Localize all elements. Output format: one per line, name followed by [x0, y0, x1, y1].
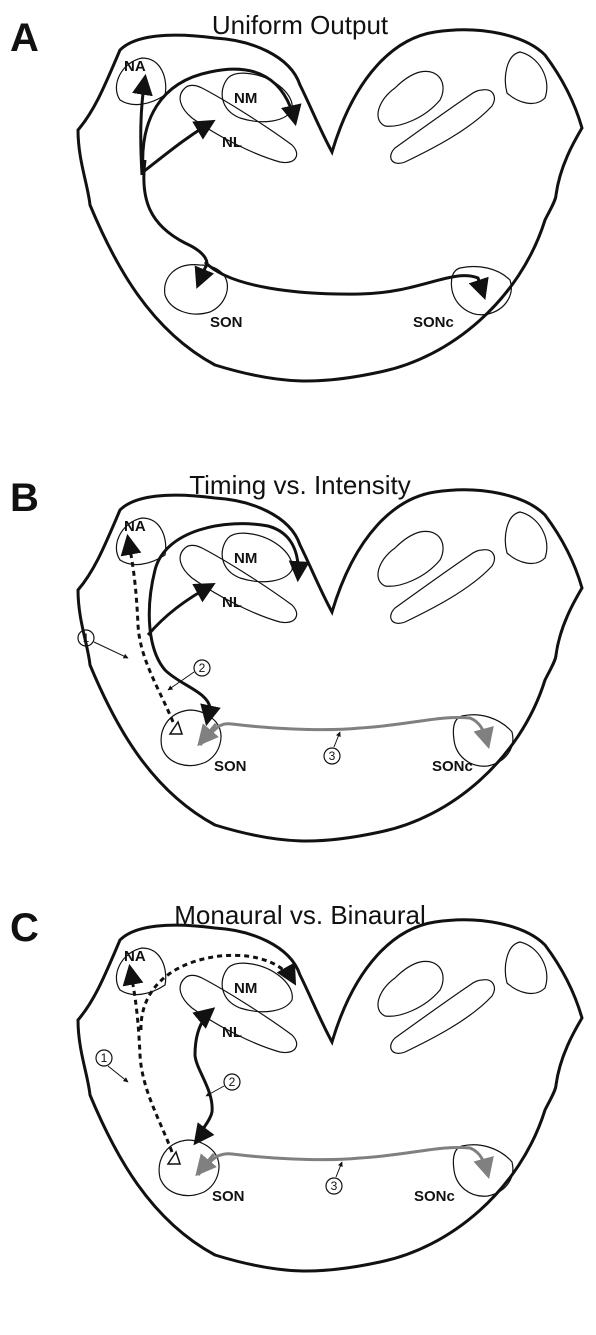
- na-contra: [505, 52, 546, 103]
- na-contra: [505, 942, 546, 993]
- sonc-nucleus: [453, 1145, 512, 1196]
- pathway-3-gray-back: [198, 1154, 214, 1173]
- label-nl: NL: [222, 594, 242, 611]
- panel-a: A Uniform Output NA NM NL SON SONc: [0, 0, 596, 445]
- pathway-to-sonc: [205, 262, 484, 296]
- pathway-to-nl: [143, 122, 212, 172]
- nm-contra: [378, 961, 443, 1016]
- panel-c: C Monaural vs. Binaural: [0, 890, 596, 1335]
- pathway-1-dashed: [130, 968, 172, 1152]
- nm-contra: [378, 71, 443, 126]
- marker-2: 2: [199, 661, 206, 675]
- label-sonc: SONc: [413, 314, 454, 331]
- pathway-2-to-nm: [149, 524, 298, 708]
- pathway-3-gray: [198, 1147, 488, 1175]
- son-cell-body: [168, 1152, 180, 1164]
- pathway-3-gray-back: [200, 724, 216, 743]
- brainstem-outline: [78, 490, 582, 841]
- label-nl: NL: [222, 1024, 242, 1041]
- label-nm: NM: [234, 550, 257, 567]
- pathway-2-to-nl: [148, 585, 212, 635]
- marker-1: 1: [83, 631, 90, 645]
- label-son: SON: [212, 1188, 245, 1205]
- label-na: NA: [124, 948, 146, 965]
- label-na: NA: [124, 58, 146, 75]
- marker-1: 1: [101, 1051, 108, 1065]
- brainstem-diagram: 1 2 3 NA NM NL SON SONc: [0, 460, 596, 905]
- panel-b: B Timing vs. Intensity: [0, 460, 596, 905]
- label-sonc: SONc: [414, 1188, 455, 1205]
- son-cell-body: [170, 722, 182, 734]
- brainstem-outline: [78, 920, 582, 1271]
- brainstem-diagram: NA NM NL SON SONc: [0, 0, 596, 445]
- nl-contra: [391, 980, 495, 1054]
- marker-3: 3: [331, 1179, 338, 1193]
- na-contra: [505, 512, 546, 563]
- pathway-2-terminal: [207, 708, 210, 722]
- label-nm: NM: [234, 90, 257, 107]
- label-son: SON: [210, 314, 243, 331]
- pathway-3-gray: [200, 717, 488, 745]
- pathway-main: [144, 160, 207, 285]
- marker-2: 2: [229, 1075, 236, 1089]
- label-sonc: SONc: [432, 758, 473, 775]
- nl-contra: [391, 90, 495, 164]
- label-son: SON: [214, 758, 247, 775]
- nm-contra: [378, 531, 443, 586]
- son-nucleus: [159, 1140, 219, 1196]
- label-nl: NL: [222, 134, 242, 151]
- brainstem-diagram: 1 2 3 NA NM NL SON SONc: [0, 890, 596, 1335]
- label-na: NA: [124, 518, 146, 535]
- label-nm: NM: [234, 980, 257, 997]
- brainstem-outline: [78, 30, 582, 381]
- pathway-2-to-nl: [195, 1010, 212, 1140]
- nl-contra: [391, 550, 495, 624]
- marker-3: 3: [329, 749, 336, 763]
